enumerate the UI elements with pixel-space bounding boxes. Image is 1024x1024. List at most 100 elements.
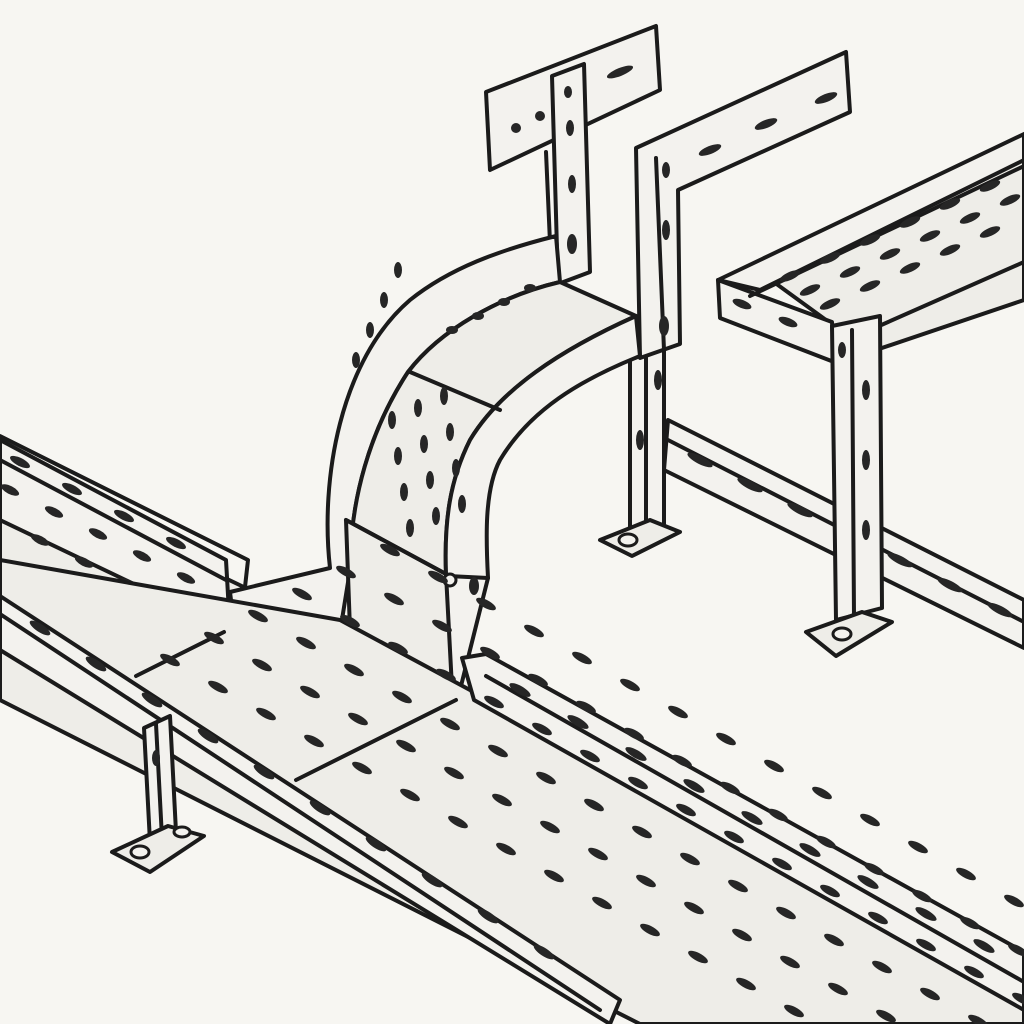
perforation-slot (524, 624, 544, 638)
perforation-slot (716, 732, 736, 746)
perforation-slot (340, 614, 360, 628)
perforation-slot (732, 928, 752, 942)
perforation-slot (668, 705, 688, 719)
perforation-slot (458, 495, 466, 513)
perforation-slot (444, 766, 464, 780)
perforation-slot (920, 987, 940, 1001)
perforation-slot (348, 712, 368, 726)
perforation-slot (388, 641, 408, 655)
perforation-slot (432, 619, 452, 633)
perforation-slot (956, 867, 976, 881)
perforation-slot (640, 923, 660, 937)
perforation-slot (859, 234, 881, 246)
perforation-slot (85, 656, 107, 672)
perforation-slot (919, 230, 941, 242)
perforation-slot (197, 728, 219, 744)
perforation-slot (498, 298, 510, 306)
perforation-slot (30, 534, 50, 546)
perforation-slot (779, 270, 801, 282)
perforation-slot (344, 663, 364, 677)
perforation-slot (580, 749, 600, 763)
perforation-slot (819, 298, 841, 310)
perforation-slot (567, 715, 589, 729)
perforation-slot (625, 747, 647, 761)
perforation-slot (88, 528, 108, 540)
perforation-slot (939, 198, 961, 210)
perforation-slot (296, 636, 316, 650)
perforation-slot (300, 685, 320, 699)
perforation-slot (208, 680, 228, 694)
perforation-slot (772, 857, 792, 871)
perforation-slot (588, 847, 608, 861)
perforation-slot (572, 651, 592, 665)
perforation-slot (939, 244, 961, 256)
perforation-slot (592, 896, 612, 910)
perforation-slot (632, 825, 652, 839)
perforation-slot (0, 484, 20, 496)
perforation-slot (736, 977, 756, 991)
perforation-slot (979, 180, 1001, 192)
perforation-slot (532, 722, 552, 736)
perforation-slot (799, 284, 821, 296)
perforation-slot (176, 572, 196, 584)
perforation-slot (824, 933, 844, 947)
perforation-slot (860, 813, 880, 827)
perforation-slot (352, 761, 372, 775)
perforation-slot (384, 592, 404, 606)
perforation-slot (912, 889, 932, 903)
support-post-right (804, 314, 894, 658)
perforation-slot (864, 862, 884, 876)
perforation-slot (964, 965, 984, 979)
perforation-slot (380, 543, 400, 557)
perforation-slot (256, 707, 276, 721)
perforation-slot (132, 550, 152, 562)
perforation-slot (916, 938, 936, 952)
perforation-slot (396, 739, 416, 753)
perforation-slot (114, 509, 134, 523)
perforation-slot (448, 815, 468, 829)
perforation-slot (737, 477, 763, 493)
perforation-slot (540, 820, 560, 834)
perforation-slot (584, 798, 604, 812)
perforation-slot (352, 352, 360, 368)
perforation-slot (366, 322, 374, 338)
perforation-slot (204, 631, 224, 645)
perforation-slot (394, 262, 402, 278)
perforation-slot (44, 506, 64, 518)
perforation-slot (987, 602, 1013, 618)
perforation-slot (680, 852, 700, 866)
perforation-slot (764, 759, 784, 773)
perforation-slot (868, 911, 888, 925)
perforation-slot (509, 683, 531, 697)
perforation-slot (252, 658, 272, 672)
perforation-slot (937, 577, 963, 593)
perforation-slot (724, 830, 744, 844)
perforation-slot (160, 653, 180, 667)
perforation-slot (428, 570, 448, 584)
perforation-slot (908, 840, 928, 854)
perforation-slot (999, 194, 1021, 206)
perforation-slot (74, 556, 94, 568)
perforation-slot (1012, 992, 1024, 1006)
main-straight-tray (0, 543, 1024, 1024)
perforation-slot (414, 399, 422, 417)
perforation-slot (536, 771, 556, 785)
perforation-slot (784, 1004, 804, 1018)
perforation-slot (628, 776, 648, 790)
perforation-slot (440, 387, 448, 405)
perforation-slot (839, 266, 861, 278)
perforation-slot (446, 326, 458, 334)
perforation-slot (480, 646, 500, 660)
perforation-slot (876, 1009, 896, 1023)
perforation-slot (166, 536, 186, 550)
perforation-slot (29, 620, 51, 636)
perforation-slot (828, 982, 848, 996)
perforation-slot (426, 471, 434, 489)
perforation-slot (776, 906, 796, 920)
perforation-slot (10, 455, 30, 469)
perforation-slot (446, 423, 454, 441)
perforation-slot (400, 788, 420, 802)
perforation-slot (392, 690, 412, 704)
